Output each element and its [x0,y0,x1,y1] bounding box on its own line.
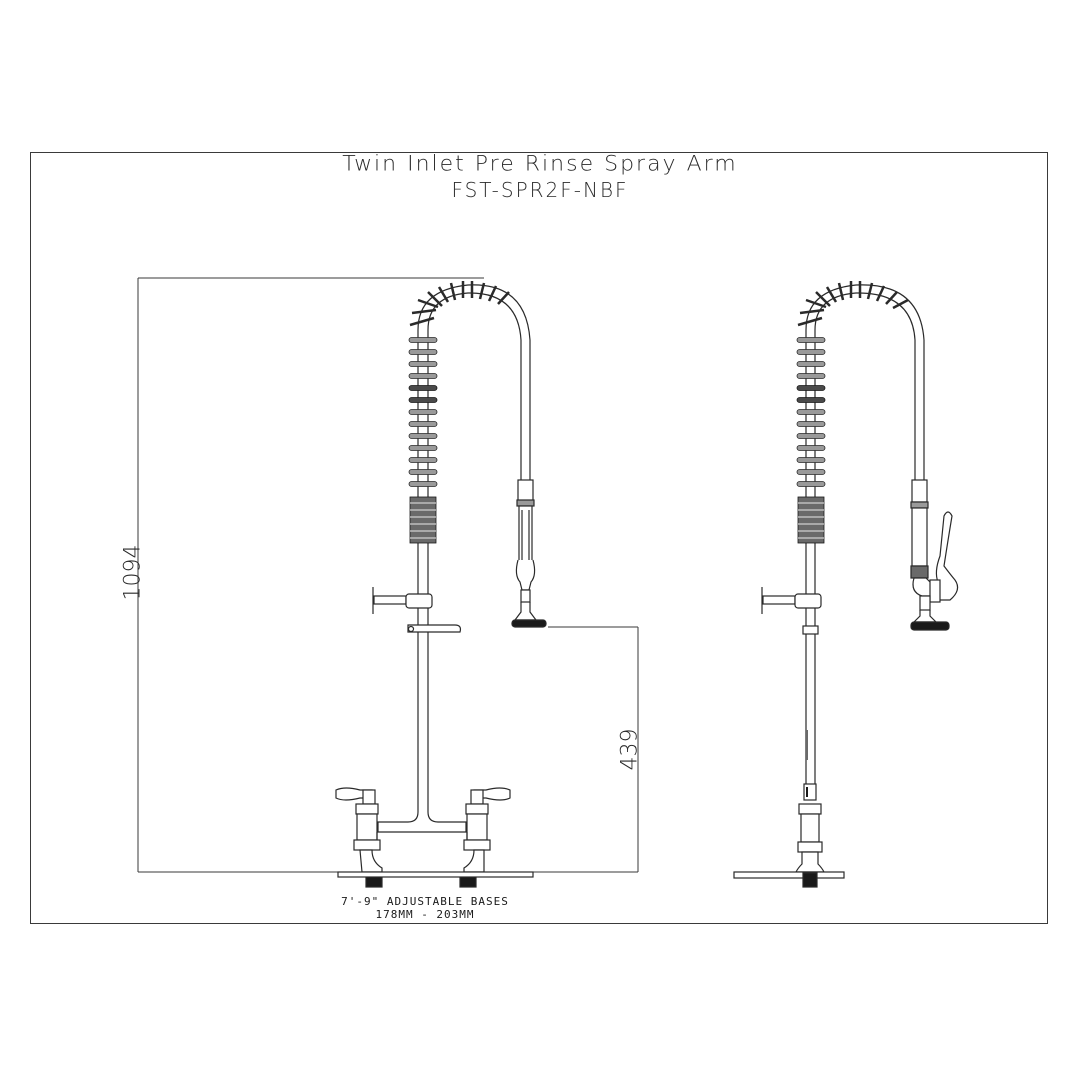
hose [520,340,531,480]
side-wall-bracket [761,587,822,635]
note-base-spacing-imperial: 7'-9" ADJUSTABLE BASES [341,895,509,908]
side-spray-valve [910,479,959,631]
model-number: FST-SPR2F-NBF [451,178,629,202]
drawing-title: Twin Inlet Pre Rinse Spray Arm [342,152,738,177]
hook-bracket [407,624,462,633]
dimension-overall-height: 1094 [120,544,146,601]
side-riser-pipe [805,545,816,790]
side-base [733,783,845,888]
side-spring-coil [796,281,925,545]
wall-bracket [372,587,433,614]
spray-valve [511,479,547,628]
twin-inlet-body [335,787,534,888]
dimension-spray-height: 439 [617,728,643,771]
front-view [137,277,639,888]
drawing-border [30,152,1048,924]
dimension-line-439 [548,626,639,872]
note-base-spacing-metric: 178MM - 203MM [375,908,475,921]
side-view [733,281,959,888]
riser-pipe [417,545,429,808]
side-hose [914,340,925,480]
spring-coil [408,281,531,545]
dimension-line-1094 [137,277,638,873]
